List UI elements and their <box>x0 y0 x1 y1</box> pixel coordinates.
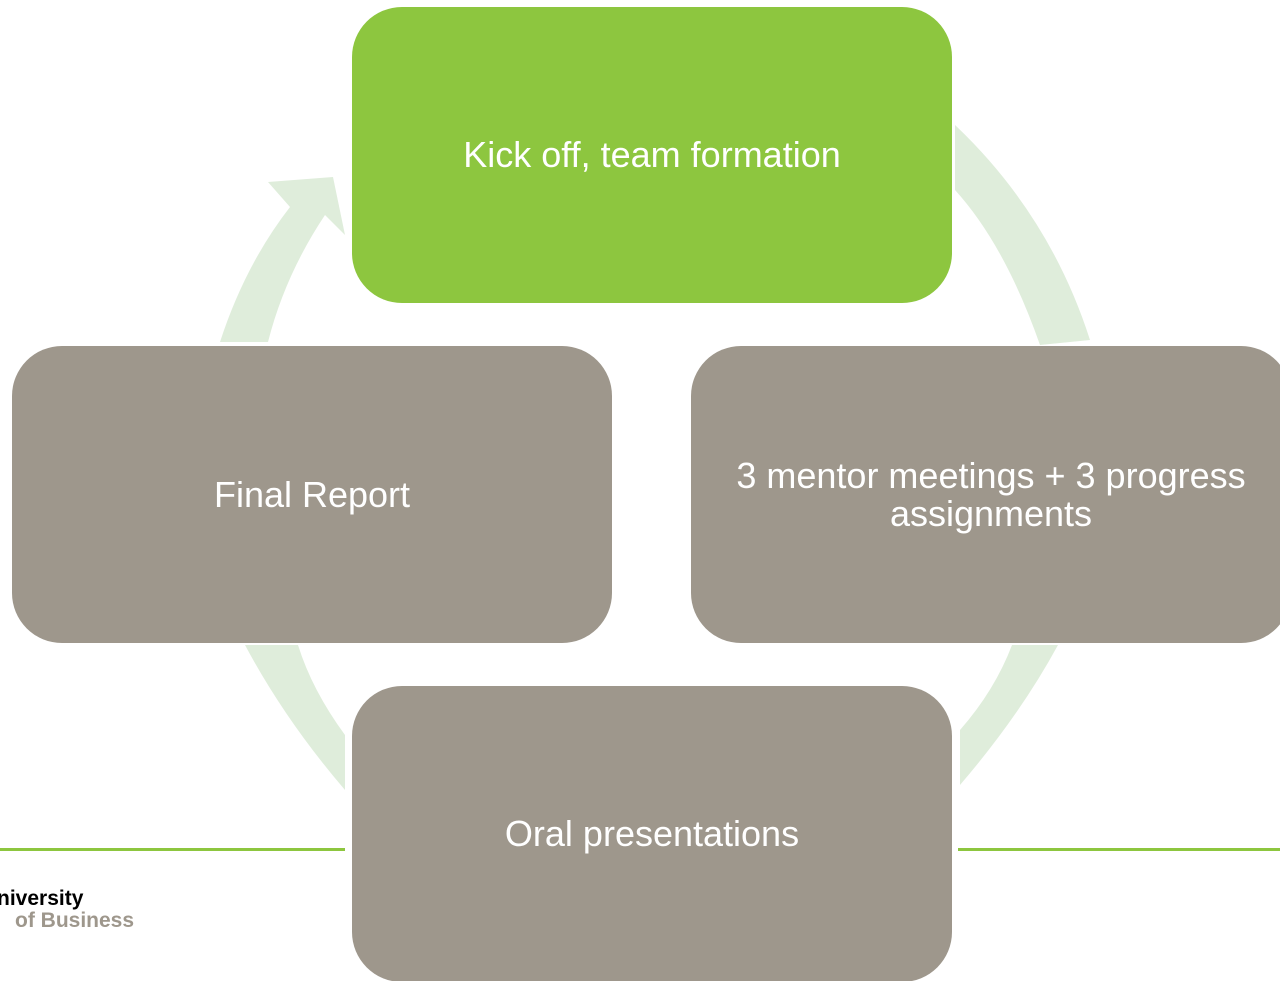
step-label-oral-presentations: Oral presentations <box>504 813 800 855</box>
step-box-final-report: Final Report <box>12 346 612 643</box>
footer-rule-left <box>0 848 345 851</box>
ring-arc-bottom-right <box>960 645 1058 785</box>
step-box-mentor-meetings: 3 mentor meetings + 3 progress assignmen… <box>691 346 1280 643</box>
step-label-final-report: Final Report <box>213 473 411 515</box>
logo-line-university: niversity <box>0 887 84 910</box>
step-box-kickoff: Kick off, team formation <box>352 7 952 303</box>
step-label-mentor-meetings: 3 mentor meetings + 3 progress assignmen… <box>736 454 1246 534</box>
footer-rule-right <box>958 848 1280 851</box>
step-box-oral-presentations: Oral presentations <box>352 686 952 981</box>
ring-arc-top-left <box>220 177 345 342</box>
step-label-kickoff: Kick off, team formation <box>463 134 841 176</box>
ring-arc-top-right <box>955 125 1090 345</box>
ring-arc-bottom-left <box>245 645 345 790</box>
logo-line-business: of Business <box>15 909 135 932</box>
